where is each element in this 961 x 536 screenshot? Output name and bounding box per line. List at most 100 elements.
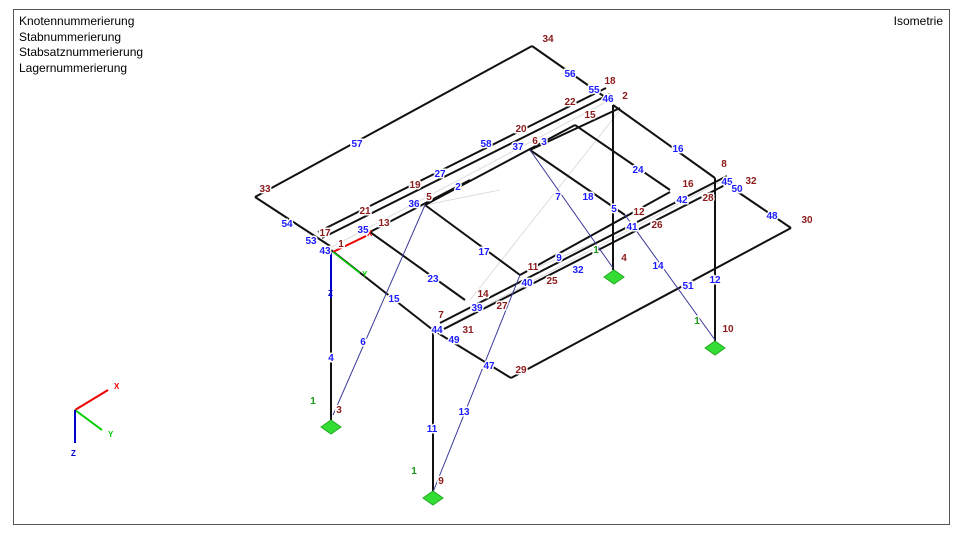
member-number-label: 5	[611, 204, 617, 215]
member-6[interactable]	[332, 204, 426, 416]
node-number-label: 20	[515, 124, 527, 135]
node-number-label: 28	[702, 193, 714, 204]
member-13[interactable]	[432, 274, 521, 493]
member-2[interactable]	[424, 124, 576, 206]
member-7[interactable]	[529, 149, 614, 269]
member-number-label: 6	[360, 337, 366, 348]
member-number-label: 2	[455, 182, 461, 193]
member-number-label: 58	[480, 139, 492, 150]
member-number-label: 13	[458, 407, 470, 418]
braces	[332, 149, 716, 493]
model-viewport[interactable]: Knotennummerierung Stabnummerierung Stab…	[13, 9, 950, 525]
member-57[interactable]	[254, 45, 533, 198]
member-number-label: 36	[408, 199, 420, 210]
node-number-label: 26	[651, 220, 663, 231]
member-14[interactable]	[624, 214, 716, 341]
z-axis-label: Z	[328, 289, 333, 298]
member-number-label: 57	[351, 139, 363, 150]
global-y-arrow	[74, 409, 103, 431]
node-number-label: 4	[621, 253, 627, 264]
node-number-label: 2	[622, 91, 628, 102]
node-number-label: 18	[604, 76, 616, 87]
member-number-label: 27	[434, 169, 446, 180]
member-number-label: 53	[305, 236, 317, 247]
node-number-label: 9	[438, 476, 444, 487]
member-27b[interactable]	[321, 93, 611, 239]
member-number-label: 50	[731, 184, 743, 195]
member-27a[interactable]	[317, 87, 607, 233]
display-legend: Knotennummerierung Stabnummerierung Stab…	[19, 14, 143, 76]
y-axis-label: Y	[362, 270, 368, 279]
node-number-label: 7	[438, 310, 444, 321]
member-number-label: 14	[652, 261, 664, 272]
support-number-label: 1	[411, 466, 417, 477]
y-axis-arrow	[332, 251, 361, 274]
member-number-label: 18	[582, 192, 594, 203]
support-node-10[interactable]	[704, 340, 726, 356]
member-number-label: 9	[556, 253, 562, 264]
ghost-geometry	[329, 99, 721, 331]
member-32b[interactable]	[443, 181, 732, 330]
node-number-label: 34	[542, 34, 554, 45]
node-number-label: 5	[426, 192, 432, 203]
member-number-label: 55	[588, 85, 600, 96]
node-number-label: 13	[378, 218, 390, 229]
node-number-label: 31	[462, 325, 474, 336]
member-number-label: 35	[357, 225, 369, 236]
member-number-label: 3	[541, 137, 547, 148]
member-48[interactable]	[734, 189, 792, 229]
member-16[interactable]	[612, 104, 716, 179]
support-node-9[interactable]	[422, 490, 444, 506]
node-number-label: 19	[409, 180, 421, 191]
node-number-label: 1	[338, 239, 344, 250]
member-number-label: 24	[632, 165, 644, 176]
member-number-label: 7	[555, 192, 561, 203]
node-number-label: 29	[515, 365, 527, 376]
member-9[interactable]	[519, 191, 671, 276]
node-number-label: 22	[564, 97, 576, 108]
node-number-label: 16	[682, 179, 694, 190]
global-x-arrow	[74, 389, 109, 411]
global-x-label: X	[114, 382, 120, 391]
member-3[interactable]	[529, 107, 621, 151]
member-number-label: 12	[709, 275, 721, 286]
node-number-label: 12	[633, 207, 645, 218]
x-axis-label: X	[367, 229, 373, 238]
member-49[interactable]	[432, 329, 512, 379]
member-54[interactable]	[254, 196, 331, 247]
member-number-label: 46	[602, 94, 614, 105]
member-number-label: 51	[682, 281, 694, 292]
member-number-label: 48	[766, 211, 778, 222]
node-number-label: 17	[319, 228, 331, 239]
member-number-label: 40	[521, 278, 533, 289]
node-number-label: 8	[721, 159, 727, 170]
member-number-label: 49	[448, 335, 460, 346]
x-axis-arrow	[332, 235, 367, 253]
member-17[interactable]	[424, 204, 521, 276]
member-number-label: 37	[512, 142, 524, 153]
support-node-3[interactable]	[320, 419, 342, 435]
member-23[interactable]	[369, 231, 466, 301]
member-number-label: 47	[483, 361, 495, 372]
node-number-label: 6	[532, 136, 538, 147]
global-y-label: Y	[108, 430, 114, 439]
node-number-label: 21	[359, 206, 371, 217]
member-51[interactable]	[510, 227, 792, 379]
member-number-label: 11	[427, 424, 438, 435]
member-24[interactable]	[574, 124, 671, 191]
node-number-label: 10	[722, 324, 734, 335]
legend-member-numbering: Stabnummerierung	[19, 29, 122, 44]
supports	[320, 269, 726, 506]
node-number-label: 25	[546, 276, 558, 287]
member-number-label: 43	[319, 246, 331, 257]
member-number-label: 54	[281, 219, 293, 230]
member-13-rail[interactable]	[369, 179, 471, 233]
member-number-label: 42	[676, 195, 688, 206]
legend-support-numbering: Lagernummerierung	[19, 60, 128, 75]
member-32a[interactable]	[439, 175, 728, 324]
local-axes-triad: X Y Z	[328, 229, 373, 298]
member-18[interactable]	[529, 149, 626, 216]
member-number-label: 56	[564, 69, 576, 80]
support-node-4[interactable]	[603, 269, 625, 285]
